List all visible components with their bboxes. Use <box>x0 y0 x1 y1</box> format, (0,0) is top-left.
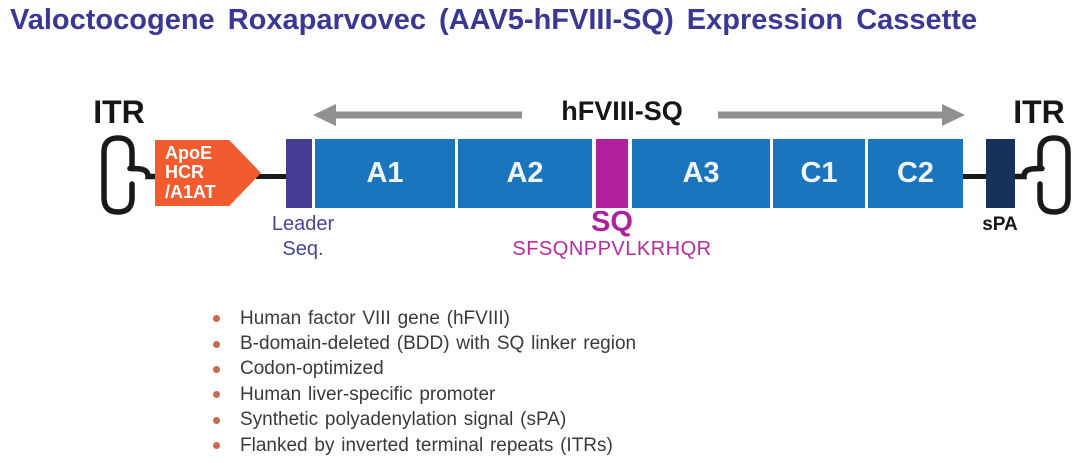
bullet-text: B-domain-deleted (BDD) with SQ linker re… <box>240 333 637 355</box>
itr-hairpin-icon-left <box>101 135 160 215</box>
bullet-icon <box>213 340 220 348</box>
list-item: Flanked by inverted terminal repeats (IT… <box>213 433 636 458</box>
bullet-icon <box>213 315 220 323</box>
promoter-line: /A1AT <box>165 181 216 202</box>
backbone-line-segment <box>960 174 990 179</box>
list-item: Synthetic polyadenylation signal (sPA) <box>213 408 636 433</box>
bullet-icon <box>213 365 220 373</box>
spa-label: sPA <box>982 214 1018 235</box>
leader-seq-label-line: Seq. <box>282 238 324 260</box>
list-item: Codon-optimized <box>213 357 636 382</box>
backbone-line-segment <box>256 174 290 179</box>
page-title: Valoctocogene Roxaparvovec (AAV5-hFVIII-… <box>10 4 978 36</box>
promoter-arrow: ApoE HCR /A1AT <box>155 140 261 206</box>
list-item: B-domain-deleted (BDD) with SQ linker re… <box>213 331 636 356</box>
gene-span-arrow-left <box>313 104 522 126</box>
sq-linker-box <box>596 139 628 208</box>
sq-sequence: SFSQNPPVLKRHQR <box>512 238 712 260</box>
domain-box-a3: A3 <box>632 139 770 208</box>
bullet-icon <box>213 416 220 424</box>
gene-label: hFVIII-SQ <box>561 96 683 126</box>
domain-box-c1: C1 <box>773 139 865 208</box>
spa-box <box>986 139 1015 208</box>
list-item: Human factor VIII gene (hFVIII) <box>213 306 636 331</box>
domain-box-a2: A2 <box>458 139 592 208</box>
itr-hairpin-icon-right <box>1012 135 1071 215</box>
itr-label-left: ITR <box>93 94 145 130</box>
sq-label: SQ <box>591 206 633 238</box>
bullet-text: Flanked by inverted terminal repeats (IT… <box>240 434 613 456</box>
bullet-text: Human factor VIII gene (hFVIII) <box>240 307 510 329</box>
bullet-text: Synthetic polyadenylation signal (sPA) <box>240 409 567 431</box>
bullet-icon <box>213 391 220 399</box>
promoter-line: ApoE <box>165 142 212 163</box>
list-item: Human liver-specific promoter <box>213 382 636 407</box>
promoter-line: HCR <box>165 162 204 183</box>
bullet-icon <box>213 442 220 450</box>
domain-box-c2: C2 <box>868 139 963 208</box>
itr-label-right: ITR <box>1013 94 1065 130</box>
gene-span-arrow-right <box>718 104 965 126</box>
leader-seq-label-line: Leader <box>271 213 335 235</box>
domain-box-a1: A1 <box>315 139 455 208</box>
leader-seq-box <box>286 139 312 208</box>
bullet-text: Human liver-specific promoter <box>240 383 496 405</box>
bullet-text: Codon-optimized <box>240 358 384 380</box>
leader-seq-label: Leader Seq. <box>258 212 348 262</box>
bullet-list: Human factor VIII gene (hFVIII) B-domain… <box>213 306 636 458</box>
